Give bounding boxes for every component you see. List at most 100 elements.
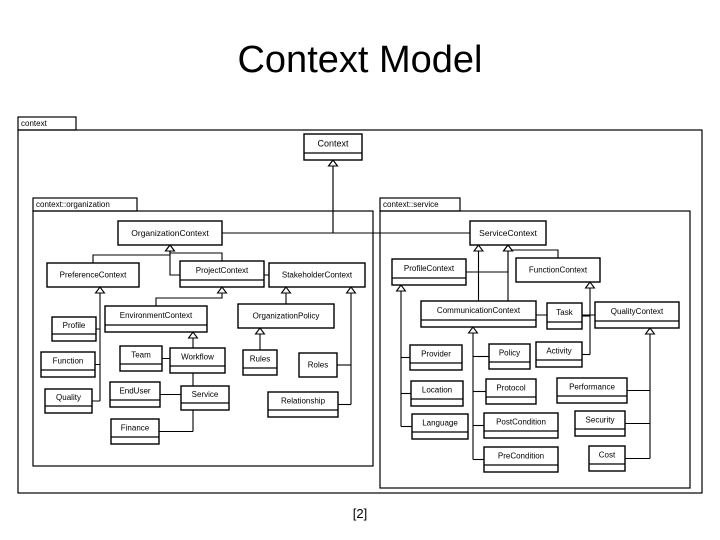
- class-box-Context[interactable]: Context: [303, 133, 363, 161]
- generalization-line: [507, 249, 559, 258]
- generalization-arrowhead: [472, 244, 485, 252]
- class-box-Language[interactable]: Language: [411, 413, 469, 440]
- class-box-Security[interactable]: Security: [574, 410, 626, 437]
- class-frame: [268, 262, 366, 288]
- class-box-Workflow[interactable]: Workflow: [169, 347, 226, 374]
- class-frame: [180, 385, 230, 411]
- class-name-label: Workflow: [181, 353, 214, 362]
- class-box-Finance[interactable]: Finance: [110, 418, 160, 445]
- class-box-Protocol[interactable]: Protocol: [485, 378, 537, 405]
- class-box-FunctionContext[interactable]: FunctionContext: [515, 257, 601, 283]
- class-box-ProjectContext[interactable]: ProjectContext: [179, 260, 265, 288]
- class-name-label: Performance: [569, 383, 615, 392]
- class-frame: [410, 380, 464, 407]
- generalization-bus-StakeholderContext: [337, 286, 357, 406]
- class-box-Rules[interactable]: Rules: [242, 349, 278, 376]
- class-name-label: Context: [317, 138, 349, 148]
- class-box-Task[interactable]: Task: [546, 302, 583, 330]
- class-frame: [237, 303, 335, 329]
- class-box-ServiceContext[interactable]: ServiceContext: [469, 220, 547, 246]
- generalization-EnvironmentContext-to-ProjectContext: [155, 286, 228, 306]
- generalization-PreferenceContext-to-OrganizationContext: [92, 244, 176, 263]
- class-name-label: Cost: [599, 451, 616, 460]
- generalization-arrowhead: [164, 244, 176, 252]
- class-frame: [469, 220, 547, 246]
- class-box-Team[interactable]: Team: [119, 345, 163, 372]
- package-body: [17, 129, 703, 494]
- class-box-Profile[interactable]: Profile: [51, 316, 97, 342]
- generalization-line: [92, 251, 171, 263]
- slide-footer-reference: [2]: [352, 506, 368, 521]
- generalization-arrowhead: [644, 327, 656, 335]
- class-frame: [574, 410, 626, 437]
- class-box-Activity[interactable]: Activity: [535, 341, 583, 368]
- package-body: [379, 210, 691, 489]
- generalization-bus-ProfileContext: [395, 284, 412, 428]
- class-name-label: ServiceContext: [479, 228, 537, 238]
- generalization-line: [332, 166, 470, 234]
- class-name-label: Policy: [499, 349, 520, 358]
- class-box-Roles[interactable]: Roles: [298, 352, 338, 378]
- class-box-PreCondition[interactable]: PreCondition: [483, 446, 559, 473]
- class-box-Provider[interactable]: Provider: [409, 344, 463, 371]
- class-box-Service[interactable]: Service: [180, 385, 230, 411]
- class-name-label: Activity: [546, 347, 571, 356]
- class-frame: [588, 445, 626, 472]
- class-frame: [169, 347, 226, 374]
- class-box-CommunicationContext[interactable]: CommunicationContext: [420, 300, 537, 328]
- class-box-StakeholderContext[interactable]: StakeholderContext: [268, 262, 366, 288]
- class-box-Quality[interactable]: Quality: [44, 388, 93, 414]
- class-box-PostCondition[interactable]: PostCondition: [483, 412, 559, 439]
- class-name-label: StakeholderContext: [282, 271, 353, 280]
- class-box-Function[interactable]: Function: [40, 351, 96, 378]
- class-frame: [117, 220, 223, 246]
- class-name-label: Provider: [421, 350, 451, 359]
- package-service: context::service: [379, 197, 691, 489]
- generalization-line: [222, 166, 334, 234]
- generalization-arrowhead: [345, 286, 357, 294]
- class-name-label: Function: [53, 357, 84, 366]
- class-name-label: Language: [422, 419, 458, 428]
- class-frame: [51, 316, 97, 342]
- class-name-label: OrganizationContext: [131, 228, 209, 238]
- class-box-OrganizationContext[interactable]: OrganizationContext: [117, 220, 223, 246]
- class-frame: [109, 381, 161, 408]
- class-box-OrganizationPolicy[interactable]: OrganizationPolicy: [237, 303, 335, 329]
- class-box-Performance[interactable]: Performance: [556, 377, 628, 404]
- class-name-label: Task: [556, 308, 573, 317]
- class-box-Cost[interactable]: Cost: [588, 445, 626, 472]
- generalization-arrowhead: [254, 327, 266, 335]
- class-box-EnvironmentContext[interactable]: EnvironmentContext: [104, 305, 208, 333]
- class-name-label: Security: [586, 416, 615, 425]
- class-frame: [515, 257, 601, 283]
- class-frame: [119, 345, 163, 372]
- class-name-label: Roles: [308, 361, 328, 370]
- generalization-OrganizationPolicy-to-StakeholderContext: [280, 286, 292, 304]
- class-box-QualityContext[interactable]: QualityContext: [594, 301, 680, 329]
- generalization-line: [169, 251, 223, 261]
- class-name-label: Team: [131, 351, 151, 360]
- class-frame: [409, 344, 463, 371]
- class-frame: [44, 388, 93, 414]
- class-box-Location[interactable]: Location: [410, 380, 464, 407]
- generalization-arrowhead: [395, 284, 407, 292]
- class-name-label: Rules: [250, 355, 270, 364]
- class-frame: [420, 300, 537, 328]
- generalization-bus-PreferenceContext: [41, 286, 106, 402]
- generalization-line: [466, 251, 509, 273]
- class-name-label: CommunicationContext: [437, 306, 521, 315]
- class-box-ProfileContext[interactable]: ProfileContext: [391, 258, 467, 286]
- class-frame: [179, 260, 265, 288]
- class-box-Relationship[interactable]: Relationship: [267, 391, 339, 418]
- package-label: context::service: [383, 200, 439, 209]
- class-frame: [242, 349, 278, 376]
- class-name-label: Profile: [63, 321, 86, 330]
- class-box-EndUser[interactable]: EndUser: [109, 381, 161, 408]
- generalization-arrowhead: [94, 286, 106, 294]
- class-box-Policy[interactable]: Policy: [488, 343, 531, 370]
- class-box-PreferenceContext[interactable]: PreferenceContext: [46, 262, 140, 288]
- class-name-label: OrganizationPolicy: [253, 312, 320, 321]
- class-frame: [594, 301, 680, 329]
